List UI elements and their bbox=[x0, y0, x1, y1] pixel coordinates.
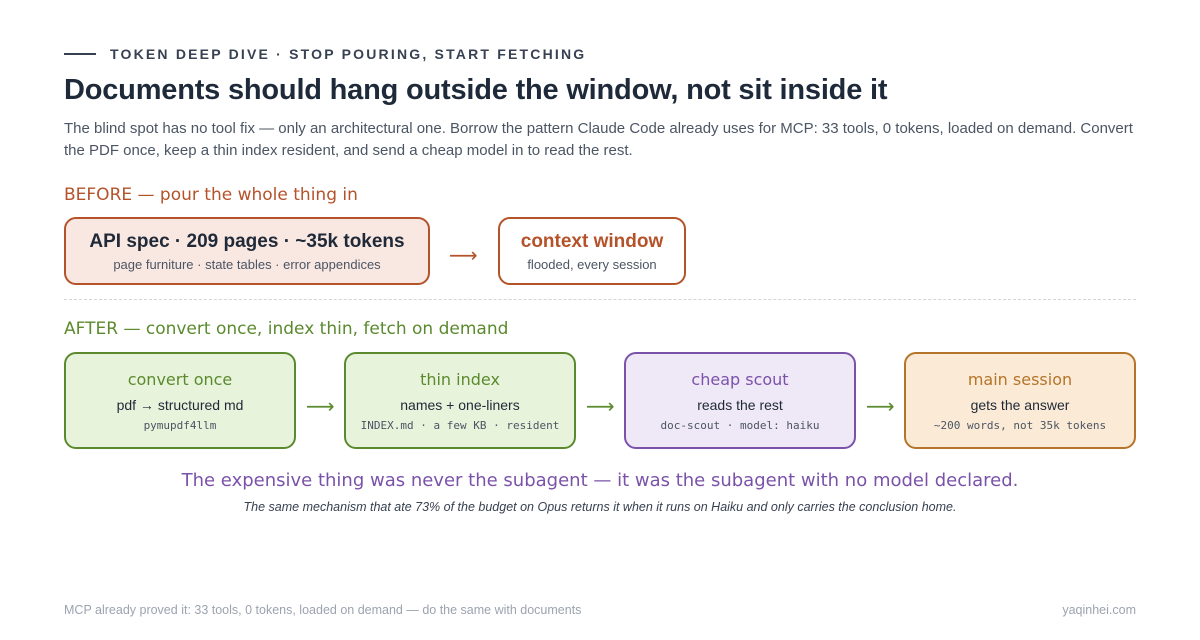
step-title: thin index bbox=[420, 369, 500, 389]
step-main-session: main session gets the answer ~200 words,… bbox=[904, 352, 1136, 449]
punchline-subtext: The same mechanism that ate 73% of the b… bbox=[243, 500, 957, 514]
after-label: AFTER — convert once, index thin, fetch … bbox=[64, 319, 509, 339]
step-title: main session bbox=[967, 369, 1073, 389]
step-description: reads the rest bbox=[697, 396, 783, 413]
context-window-subtitle: flooded, every session bbox=[527, 256, 657, 272]
step-description: pdf → structured md bbox=[116, 396, 244, 413]
flow-arrow-icon: ⟶ bbox=[586, 396, 615, 418]
step-detail: pymupdf4llm bbox=[143, 418, 217, 432]
context-window-title: context window bbox=[520, 230, 664, 252]
eyebrow-rule bbox=[64, 53, 96, 55]
step-detail: doc-scout · model: haiku bbox=[660, 418, 820, 432]
eyebrow-text: TOKEN DEEP DIVE · STOP POURING, START FE… bbox=[110, 46, 587, 62]
page-title: Documents should hang outside the window… bbox=[64, 74, 888, 106]
step-detail: INDEX.md · a few KB · resident bbox=[360, 418, 560, 432]
step-cheap-scout: cheap scout reads the rest doc-scout · m… bbox=[624, 352, 856, 449]
step-description: gets the answer bbox=[970, 396, 1070, 413]
flow-arrow-icon: ⟶ bbox=[866, 396, 895, 418]
step-title: cheap scout bbox=[691, 369, 789, 389]
source-document-subtitle: page furniture · state tables · error ap… bbox=[113, 256, 381, 272]
step-convert-once: convert once pdf → structured md pymupdf… bbox=[64, 352, 296, 449]
flow-arrow-icon: ⟶ bbox=[306, 396, 335, 418]
punchline: The expensive thing was never the subage… bbox=[181, 470, 1019, 491]
footer-note: MCP already proved it: 33 tools, 0 token… bbox=[64, 603, 582, 617]
before-label: BEFORE — pour the whole thing in bbox=[64, 185, 358, 205]
step-thin-index: thin index names + one-liners INDEX.md ·… bbox=[344, 352, 576, 449]
step-description: names + one-liners bbox=[400, 396, 520, 413]
step-detail: ~200 words, not 35k tokens bbox=[933, 418, 1107, 432]
step-title: convert once bbox=[127, 369, 233, 389]
source-document-title: API spec · 209 pages · ~35k tokens bbox=[89, 230, 405, 252]
section-divider bbox=[64, 299, 1136, 300]
footer-site-link[interactable]: yaqinhei.com bbox=[1062, 603, 1136, 617]
before-arrow-icon: ⟶ bbox=[449, 245, 478, 267]
page-subtitle: The blind spot has no tool fix — only an… bbox=[64, 120, 1133, 159]
context-window-box: context window flooded, every session bbox=[498, 217, 686, 285]
eyebrow: TOKEN DEEP DIVE · STOP POURING, START FE… bbox=[64, 46, 586, 62]
source-document-box: API spec · 209 pages · ~35k tokens page … bbox=[64, 217, 430, 285]
